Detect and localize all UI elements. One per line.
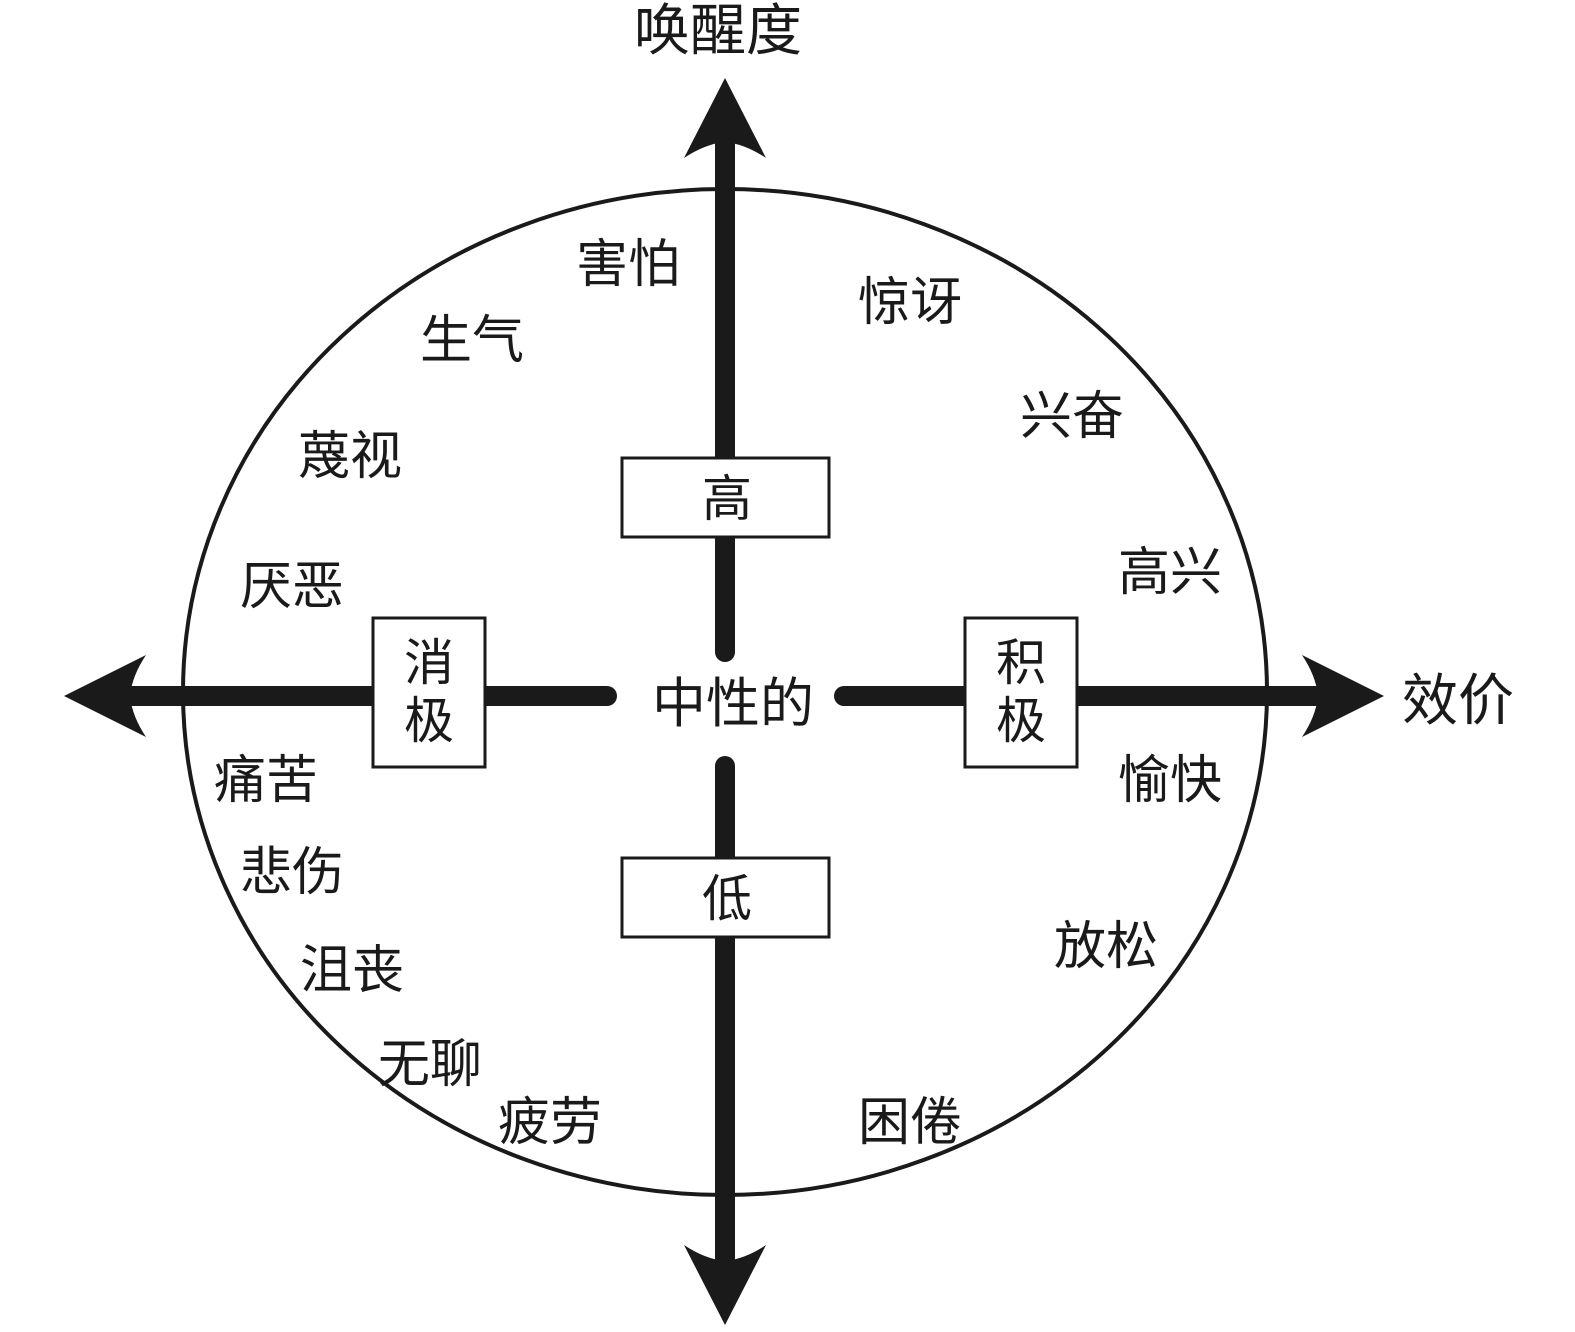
emotion-sleepiness: 困倦 bbox=[858, 1093, 962, 1153]
low-pole-label: 低 bbox=[702, 870, 752, 928]
high-pole-label: 高 bbox=[702, 470, 752, 528]
positive-pole-label-line1: 积 bbox=[996, 634, 1046, 692]
emotion-boredom: 无聊 bbox=[378, 1035, 482, 1095]
arrow-left-icon bbox=[64, 655, 146, 737]
arrow-right-icon bbox=[1302, 655, 1384, 737]
emotion-dejection: 沮丧 bbox=[300, 941, 404, 1001]
arrow-up-icon bbox=[684, 78, 766, 158]
valence-axis-label: 效价 bbox=[1402, 669, 1514, 734]
emotion-disgust: 厌恶 bbox=[240, 557, 344, 617]
emotion-sadness: 悲伤 bbox=[240, 843, 344, 903]
emotion-pain: 痛苦 bbox=[214, 751, 318, 811]
emotion-pleasure: 愉快 bbox=[1118, 751, 1222, 811]
arrow-down-icon bbox=[684, 1245, 766, 1325]
negative-pole-label-line2: 极 bbox=[404, 692, 454, 750]
low-pole-box bbox=[620, 856, 831, 939]
positive-pole-label-line2: 极 bbox=[996, 692, 1046, 750]
emotion-surprise: 惊讶 bbox=[858, 273, 962, 333]
emotion-anger: 生气 bbox=[420, 311, 524, 371]
emotion-excitement: 兴奋 bbox=[1020, 387, 1124, 447]
negative-pole-box bbox=[371, 616, 487, 769]
emotion-relaxation: 放松 bbox=[1054, 917, 1158, 977]
emotion-happiness: 高兴 bbox=[1118, 543, 1222, 603]
emotion-fear: 害怕 bbox=[576, 235, 680, 295]
neutral-center-label: 中性的 bbox=[652, 672, 814, 735]
negative-pole-label-line1: 消 bbox=[404, 634, 454, 692]
emotion-contempt: 蔑视 bbox=[298, 427, 402, 487]
high-pole-box bbox=[620, 456, 831, 539]
positive-pole-box bbox=[963, 616, 1079, 769]
arousal-axis-label: 唤醒度 bbox=[634, 0, 802, 64]
emotion-fatigue: 疲劳 bbox=[498, 1093, 602, 1153]
